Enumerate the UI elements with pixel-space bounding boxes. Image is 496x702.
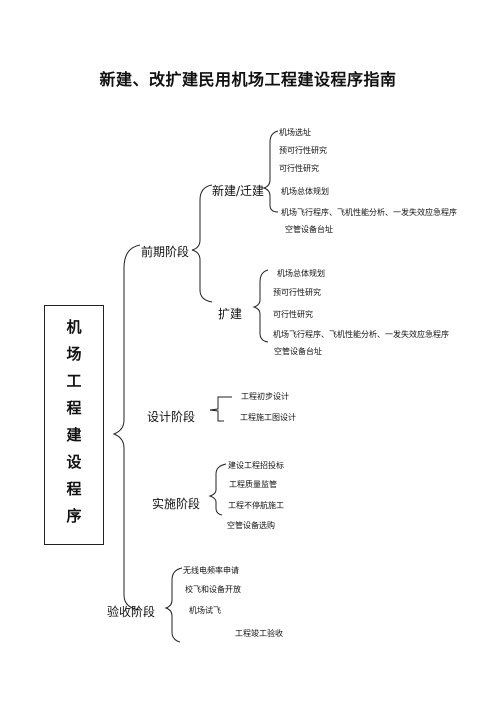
- root-brace: [112, 244, 141, 611]
- shishi-item-1: 建设工程招投标: [228, 461, 284, 470]
- xinjian-item-6: 空管设备台址: [285, 225, 333, 234]
- xinjian-item-2: 预可行性研究: [279, 146, 327, 155]
- stage-shishi-label: 实施阶段: [152, 497, 201, 511]
- kuojian-item-4: 机场飞行程序、飞机性能分析、一发失效应急程序: [273, 330, 449, 339]
- xinjian-item-4: 机场总体规划: [281, 187, 329, 196]
- stage-sheji-label: 设计阶段: [147, 410, 196, 424]
- yanshou-brace: [164, 567, 183, 643]
- yanshou-item-1: 无线电频率申请: [183, 566, 239, 575]
- shishi-item-2: 工程质量监管: [229, 480, 277, 489]
- page-title: 新建、改扩建民用机场工程建设程序指南: [99, 70, 397, 89]
- kuojian-item-3: 可行性研究: [273, 310, 313, 319]
- qianqi-brace: [191, 184, 213, 303]
- shishi-brace: [208, 463, 227, 516]
- root-box: 机场工程建设程序: [44, 305, 104, 545]
- branch-kuojian-label: 扩建: [218, 307, 243, 321]
- sheji-item-2: 工程施工图设计: [240, 413, 296, 422]
- xinjian-item-5: 机场飞行程序、飞机性能分析、一发失效应急程序: [281, 208, 457, 217]
- kuojian-brace: [252, 269, 269, 343]
- xinjian-item-3: 可行性研究: [279, 164, 319, 173]
- yanshou-item-2: 校飞和设备开放: [185, 585, 241, 594]
- kuojian-item-1: 机场总体规划: [277, 269, 325, 278]
- xinjian-item-1: 机场选址: [279, 128, 311, 137]
- root-label: 机场工程建设程序: [66, 318, 82, 525]
- kuojian-item-2: 预可行性研究: [273, 288, 321, 297]
- shishi-item-4: 空管设备选购: [227, 521, 275, 530]
- yanshou-item-3: 机场试飞: [189, 606, 221, 615]
- xinjian-brace: [262, 130, 279, 213]
- yanshou-item-4: 工程竣工验收: [235, 629, 283, 638]
- shishi-item-3: 工程不停航施工: [228, 501, 284, 510]
- stage-qianqi-label: 前期阶段: [141, 245, 190, 259]
- branch-xinjian-label: 新建/迁建: [212, 184, 265, 198]
- stage-yanshou-label: 验收阶段: [107, 605, 156, 619]
- kuojian-item-5: 空管设备台址: [274, 347, 322, 356]
- sheji-brace: [209, 396, 232, 422]
- sheji-item-1: 工程初步设计: [241, 392, 289, 401]
